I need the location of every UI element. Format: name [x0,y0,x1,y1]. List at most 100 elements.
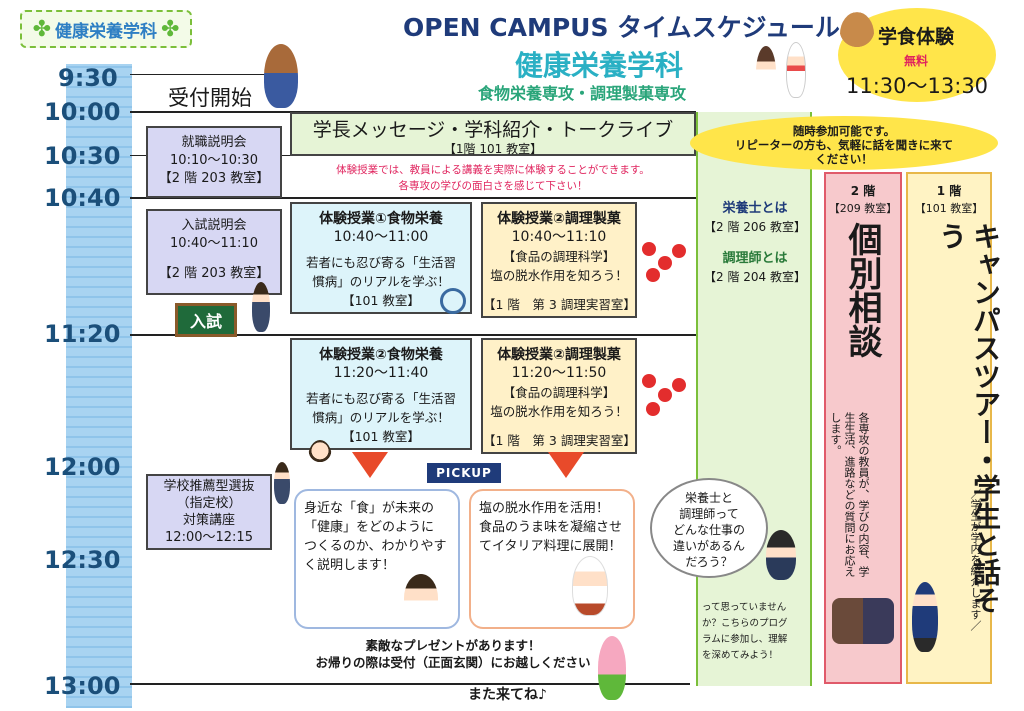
department-tag-label: 健康栄養学科 [55,21,157,42]
pickup-text: つくるのか、わかりやす [304,539,447,554]
free-join-line: リピーターの方も、気軽に話を聞きに来て [734,138,954,152]
choriishi-room: 【2 階 204 教室】 [704,270,806,284]
exam-session-box: 入試説明会 10:40～11:10 【2 階 203 教室】 [146,209,282,295]
pickup-arrow-icon [352,452,388,478]
time-label: 12:30 [44,546,121,574]
eiyoshi-room: 【2 階 206 教室】 [704,220,806,234]
footer-line: って思っていません [702,602,787,613]
campus-tour-desc: ／学生が学内を紹介します／ [969,488,982,631]
time-label: 12:00 [44,453,121,481]
cafeteria-time: 11:30～13:30 [846,74,989,98]
note-line: 各専攻の学びの面白さを感じて下さい！ [398,180,588,192]
tomato-icon [658,256,672,270]
tomato-icon [672,378,686,392]
pickup-text: 身近な「食」が未来の [304,501,435,516]
class-desc: 慣病」のリアルを学ぶ！ [312,410,450,425]
pickup-arrow-icon [548,452,584,478]
chef-dish-illustration [572,556,608,616]
exam-chalkboard: 入試 [175,303,237,337]
recommend-line: 学校推薦型選抜 [163,479,255,494]
present-line: 素敵なプレゼントがあります！ [365,638,541,653]
present-line: お帰りの際は受付（正面玄関）にお越しください [315,655,591,670]
eiyoshi-info: 栄養士とは 【2 階 206 教室】 調理師とは 【2 階 204 教室】 [700,200,810,286]
tomato-icon [646,402,660,416]
department-tag: ✤ 健康栄養学科 ✤ [20,10,192,48]
cafeteria-title: 学食体験 [878,26,955,48]
footer-line: を深めてみよう！ [702,650,779,661]
tomato-icon [642,242,656,256]
keynote-box: 学長メッセージ・学科紹介・トークライブ 【1階 101 教室】 [290,112,696,156]
note-line: 体験授業では、教員による講義を実際に体験することができます。 [336,164,650,176]
thought-line: 調理師って [679,507,739,521]
job-session-box: 就職説明会 10:10～10:30 【2 階 203 教室】 [146,126,282,198]
doctor-illustration [756,46,776,98]
exam-session-room: 【2 階 203 教室】 [158,266,270,281]
class-desc: 塩の脱水作用を知ろう！ [490,404,628,419]
thought-line: どんな仕事の [672,523,745,537]
thought-line: だろう？ [685,555,733,569]
free-join-line: ください！ [815,152,873,166]
trial-class-cook-2: 体験授業②調理製菓 11:20～11:50 【食品の調理科学】 塩の脱水作用を知… [481,338,637,454]
eiyoshi-title: 栄養士とは [722,201,788,216]
free-join-line: 随時参加可能です。 [792,124,896,138]
pickup-text: 「健康」をどのように [304,520,435,535]
career-info-column [696,112,812,686]
job-session-room: 【2 階 203 教室】 [158,171,270,186]
present-message: 素敵なプレゼントがあります！ お帰りの際は受付（正面玄関）にお越しください [296,637,610,671]
consultation-room: 【209 教室】 [828,202,898,215]
campus-tour-room: 【101 教室】 [914,202,984,215]
class-desc: 塩の脱水作用を知ろう！ [490,268,628,283]
pickup-cook-bubble: 塩の脱水作用を活用！ 食品のうま味を凝縮させ てイタリア料理に展開！ [469,489,635,629]
time-label: 10:30 [44,142,121,170]
free-join-banner: 随時参加可能です。 リピーターの方も、気軽に話を聞きに来て ください！ [690,116,998,170]
class-time: 11:20～11:50 [511,365,607,381]
class-room: 【1 階 第 3 調理実習室】 [483,297,636,312]
tomato-icon [672,244,686,258]
time-label: 11:20 [44,320,121,348]
tomato-icon [642,374,656,388]
pickup-text: てイタリア料理に展開！ [479,539,622,554]
bear-chef-illustration [840,12,874,56]
thought-line: 栄養士と [684,491,733,505]
choriishi-title: 調理師とは [722,251,788,266]
campus-tour-floor: 1 階 [936,184,962,198]
keynote-room: 【1階 101 教室】 [443,142,543,156]
campus-tour-title: キャンパスツアー・学生と話そう [935,222,1002,614]
divider [130,683,690,685]
exam-session-title: 入試説明会 [181,218,247,233]
clover-icon: ✤ [161,16,180,42]
student-illustration [766,530,796,580]
thought-bubble: 栄養士と 調理師って どんな仕事の 違いがあるん だろう？ [650,478,768,578]
pickup-food-bubble: 身近な「食」が未来の 「健康」をどのように つくるのか、わかりやす く説明します… [294,489,460,629]
recommend-line: （指定校） [176,496,242,511]
chef-illustration [786,42,806,98]
recommend-line: 対策講座 [182,513,235,528]
time-label: 10:40 [44,184,121,212]
class-category: 【食品の調理科学】 [502,249,616,264]
footer-line: か？こちらのプログ [702,618,788,629]
recommendation-session-box: 学校推薦型選抜 （指定校） 対策講座 12:00～12:15 [146,474,272,550]
job-session-time: 10:10～10:30 [170,153,258,168]
recommend-time: 12:00～12:15 [165,530,253,545]
job-session-title: 就職説明会 [181,135,247,150]
class-title: 体験授業②食物栄養 [319,347,443,363]
reception-label: 受付開始 [168,86,252,110]
magnifier-doctor-illustration [440,288,466,314]
farewell-message: また来てね♪ [468,687,547,703]
class-time: 10:40～11:10 [511,229,607,245]
footer-line: ラムに参加し、理解 [702,634,788,645]
teacher-illustration [252,282,270,332]
divider [130,334,696,336]
divider [130,74,270,75]
pickup-text: 塩の脱水作用を活用！ [479,501,610,516]
pickup-text: く説明します！ [304,558,396,573]
class-title: 体験授業①食物栄養 [319,211,443,227]
magnifier-doctor-illustration [308,440,332,476]
thought-line: 違いがあるん [672,539,745,553]
pickup-text: 食品のうま味を凝縮させ [479,520,623,535]
time-label: 13:00 [44,672,121,700]
class-desc: 若者にも忍び寄る「生活習 [305,391,456,406]
guide-illustration [912,582,938,652]
trial-class-cook-1: 体験授業②調理製菓 10:40～11:10 【食品の調理科学】 塩の脱水作用を知… [481,202,637,318]
divider [130,197,696,199]
